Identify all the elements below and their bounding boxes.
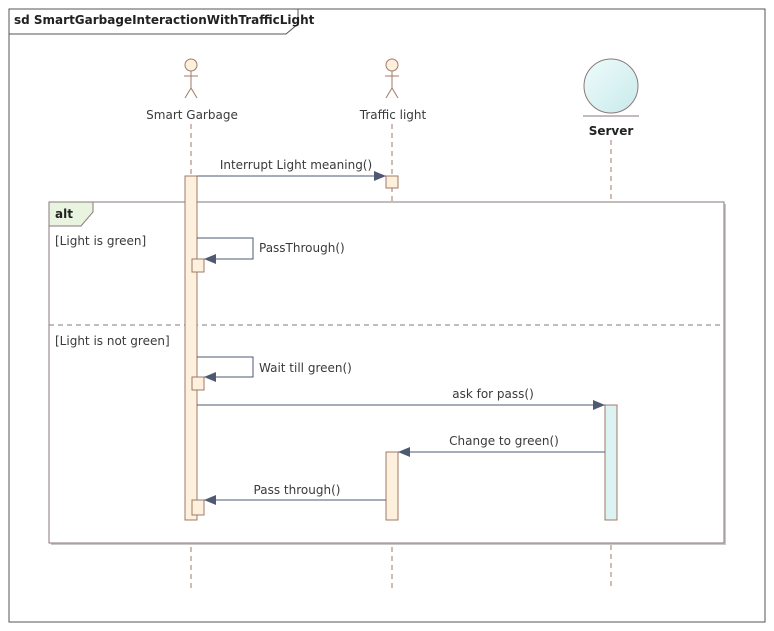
guard-light-is-not-green: [Light is not green] xyxy=(55,334,170,348)
activation-smart-garbage-main xyxy=(184,175,198,521)
message-pass-through-return[interactable]: Pass through() xyxy=(204,483,386,505)
message-label: Wait till green() xyxy=(259,361,352,375)
stick-figure-icon xyxy=(184,58,198,99)
message-label: Pass through() xyxy=(254,483,341,497)
message-label: Interrupt Light meaning() xyxy=(220,158,372,172)
fragment-operator: alt xyxy=(55,207,73,221)
activation-traffic-light-second xyxy=(385,451,399,521)
activation-smart-garbage-pass-through xyxy=(191,258,205,273)
actor-smart-garbage[interactable]: Smart Garbage xyxy=(146,58,238,122)
message-label: Change to green() xyxy=(449,434,559,448)
stick-figure-icon xyxy=(385,58,399,99)
actor-traffic-light[interactable]: Traffic light xyxy=(359,58,427,122)
guard-light-is-green: [Light is green] xyxy=(55,234,146,248)
activation-smart-garbage-wait xyxy=(191,376,205,391)
actor-label-smart-garbage: Smart Garbage xyxy=(146,108,238,122)
frame-title: sd SmartGarbageInteractionWithTrafficLig… xyxy=(14,13,315,27)
activation-bars xyxy=(184,175,618,521)
activation-traffic-light-first xyxy=(385,175,399,189)
message-pass-through-self[interactable]: PassThrough() xyxy=(197,237,345,264)
activation-server xyxy=(604,404,618,521)
entity-circle-icon xyxy=(583,58,639,117)
message-wait-till-green-self[interactable]: Wait till green() xyxy=(197,356,352,382)
message-label: PassThrough() xyxy=(259,241,345,255)
entity-server[interactable]: Server xyxy=(583,58,639,138)
message-ask-for-pass[interactable]: ask for pass() xyxy=(197,387,605,410)
entity-label-server: Server xyxy=(589,124,634,138)
message-interrupt-light-meaning[interactable]: Interrupt Light meaning() xyxy=(197,158,386,181)
activation-smart-garbage-return xyxy=(191,499,205,516)
message-label: ask for pass() xyxy=(452,387,534,401)
actor-label-traffic-light: Traffic light xyxy=(359,108,427,122)
message-change-to-green[interactable]: Change to green() xyxy=(398,434,605,457)
